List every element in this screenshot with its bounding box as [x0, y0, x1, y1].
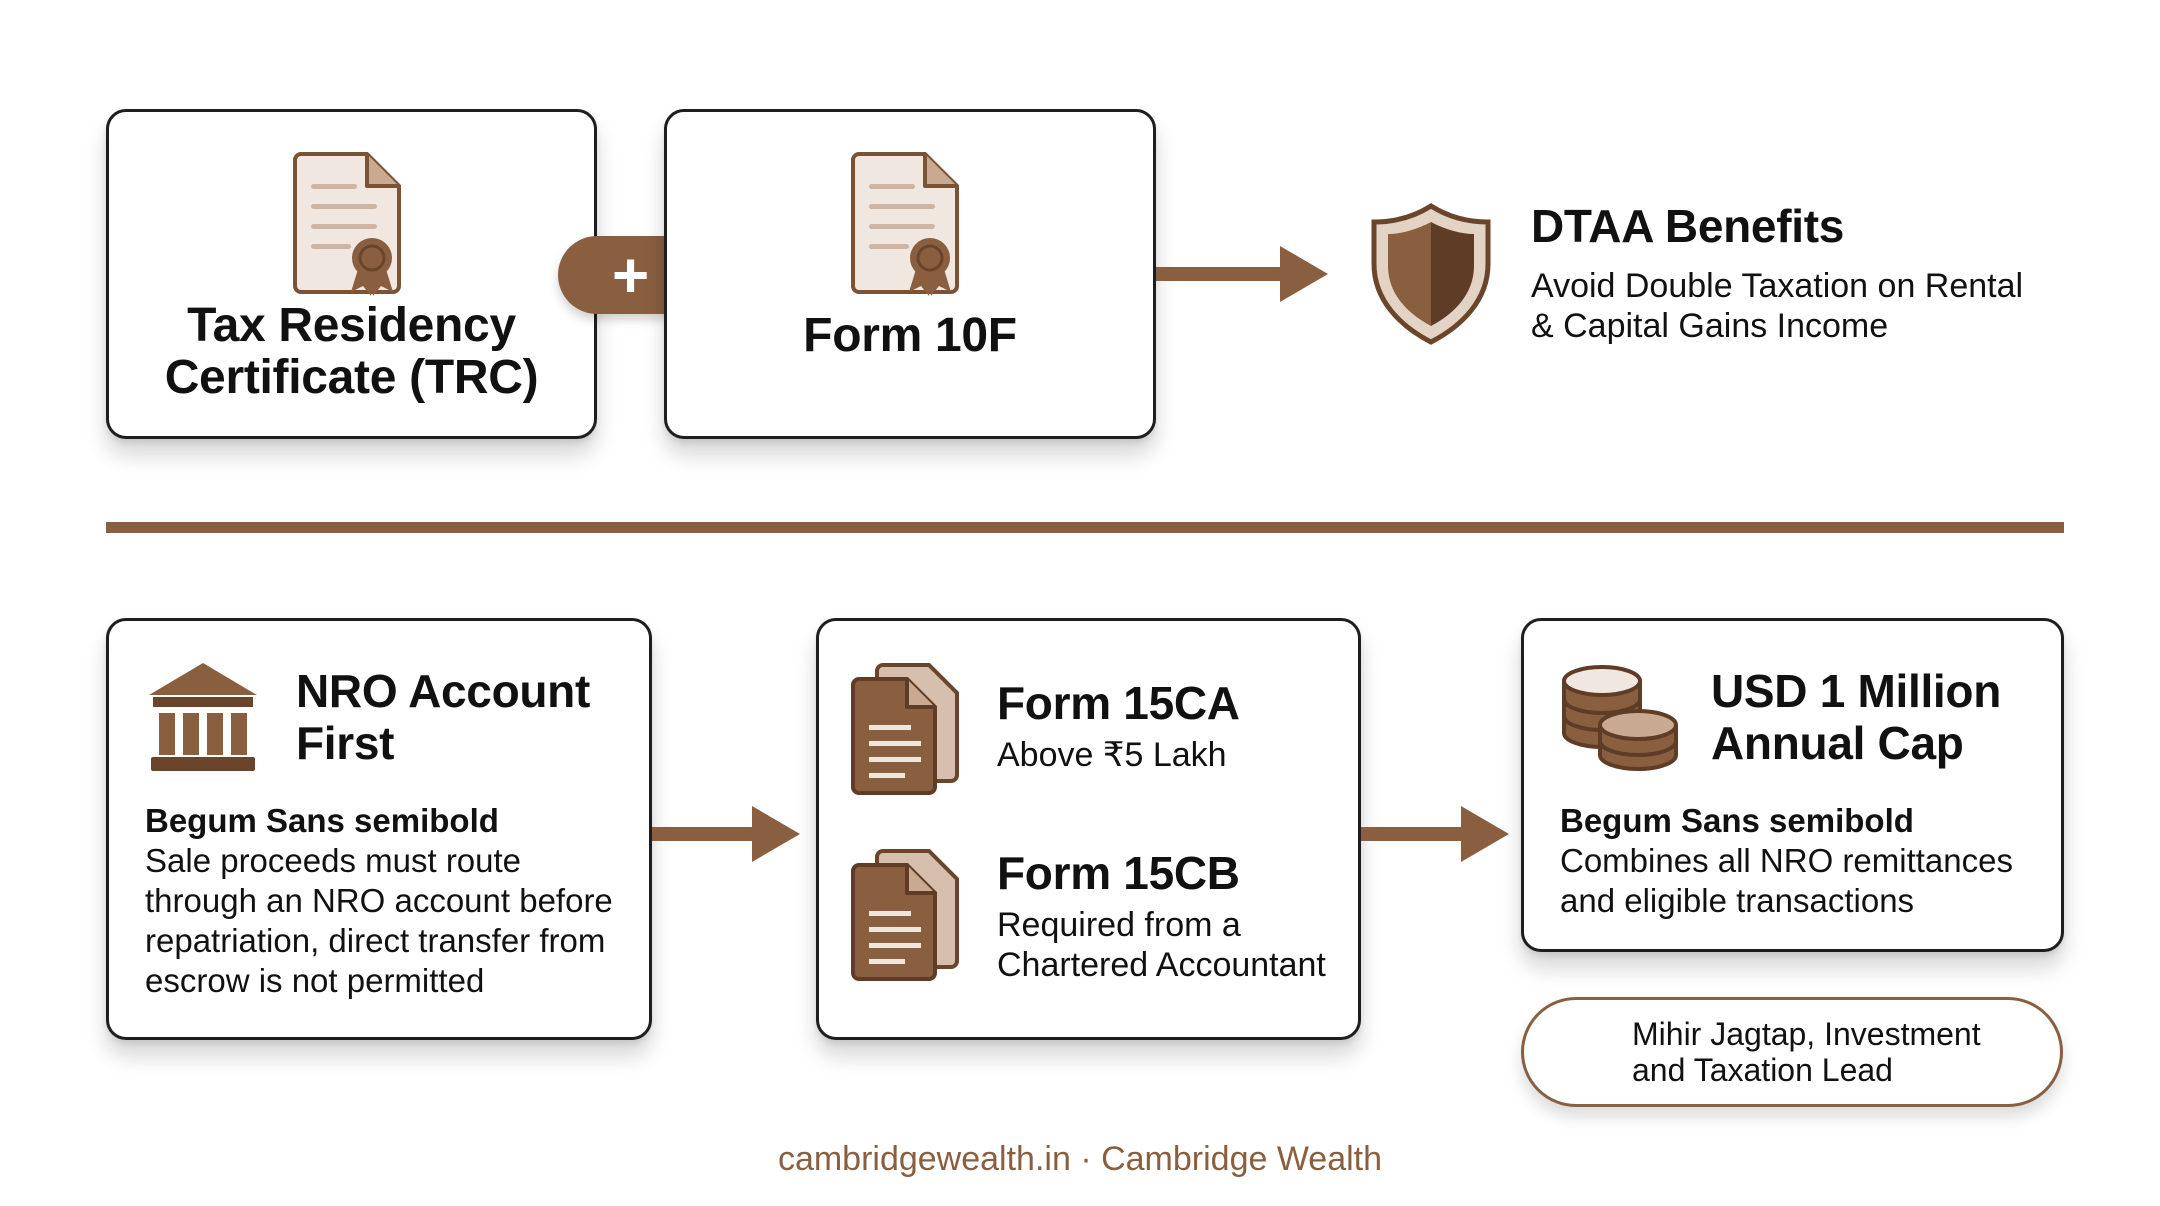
arrowhead-icon	[1280, 246, 1328, 302]
annual-cap-subtitle: Begum Sans semibold	[1560, 802, 1914, 839]
author-name: Mihir Jagtap, Investment and Taxation Le…	[1632, 1016, 1981, 1088]
form15ca-title: Form 15CA	[997, 677, 1240, 729]
footer-credit: cambridgewealth.in · Cambridge Wealth	[777, 1140, 1383, 1178]
form10f-card: Form 10F	[664, 109, 1156, 439]
annual-cap-card: USD 1 Million Annual Cap Begum Sans semi…	[1521, 618, 2064, 952]
bank-icon	[149, 663, 257, 771]
dtaa-description: Avoid Double Taxation on Rental & Capita…	[1531, 267, 2024, 345]
document-icon	[851, 849, 959, 981]
forms-card: Form 15CA Above ₹5 Lakh Form 15CB Requir…	[816, 618, 1361, 1040]
trc-card: Tax Residency Certificate (TRC)	[106, 109, 597, 439]
form15cb-description: Required from a Chartered Accountant	[997, 906, 1326, 984]
trc-title: Tax Residency Certificate (TRC)	[164, 299, 539, 404]
form15ca-description: Above ₹5 Lakh	[997, 736, 1227, 774]
nro-account-card: NRO Account First Begum Sans semibold Sa…	[106, 618, 652, 1040]
coins-icon	[1562, 665, 1678, 771]
arrow-right-icon	[652, 827, 762, 841]
nro-subtitle: Begum Sans semibold	[145, 802, 499, 839]
shield-icon	[1371, 203, 1491, 345]
arrowhead-icon	[752, 806, 800, 862]
author-byline: Mihir Jagtap, Investment and Taxation Le…	[1521, 997, 2063, 1107]
nro-title: NRO Account First	[296, 665, 590, 769]
section-divider	[106, 522, 2064, 533]
document-icon	[851, 663, 959, 795]
nro-body: Sale proceeds must route through an NRO …	[145, 842, 613, 999]
annual-cap-title: USD 1 Million Annual Cap	[1711, 665, 2002, 769]
certificate-icon	[293, 152, 401, 296]
annual-cap-body: Combines all NRO remittances and eligibl…	[1560, 842, 2013, 919]
arrow-right-icon	[1361, 827, 1471, 841]
arrow-right-icon	[1156, 267, 1286, 281]
form15cb-title: Form 15CB	[997, 847, 1240, 899]
arrowhead-icon	[1461, 806, 1509, 862]
certificate-icon	[851, 152, 959, 296]
form10f-title: Form 10F	[803, 309, 1017, 362]
dtaa-title: DTAA Benefits	[1531, 200, 1845, 252]
